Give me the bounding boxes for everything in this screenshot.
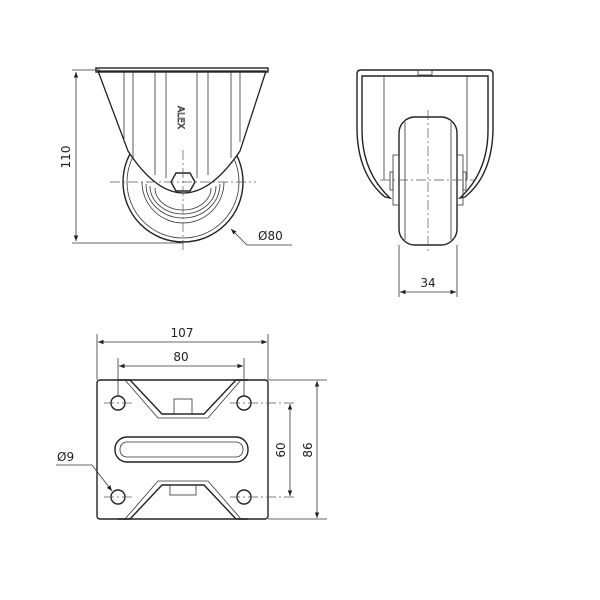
- hole-diameter-label: Ø9: [57, 450, 74, 464]
- plate-width-label: 107: [171, 326, 194, 340]
- height-label: 110: [59, 146, 73, 169]
- dimension-plate-length: 86: [268, 379, 327, 520]
- dimension-plate-width: 107: [96, 326, 269, 380]
- side-view: ALEX 110 Ø80: [59, 67, 292, 252]
- dimension-hole-diameter: Ø9: [56, 450, 113, 492]
- hole-spacing-x-label: 80: [173, 350, 188, 364]
- bottom-view: 107 80 60 86 Ø9: [56, 326, 327, 520]
- dimension-height: 110: [59, 69, 183, 244]
- dimension-wheel-width: 34: [398, 245, 458, 297]
- dimension-wheel-diameter: Ø80: [230, 228, 292, 246]
- hole-spacing-y-label: 60: [274, 442, 288, 457]
- wheel-diameter-label: Ø80: [258, 229, 283, 243]
- plate-length-label: 86: [301, 442, 315, 457]
- mounting-plate: [96, 379, 296, 520]
- dimension-hole-spacing-y: 60: [274, 404, 293, 496]
- logo-text: ALEX: [175, 106, 185, 129]
- dimension-hole-spacing-x: 80: [117, 350, 245, 396]
- fork-bracket-front: [356, 69, 494, 200]
- fork-bracket-side: ALEX: [95, 67, 269, 194]
- wheel-width-label: 34: [420, 276, 435, 290]
- front-view: 34: [356, 69, 494, 297]
